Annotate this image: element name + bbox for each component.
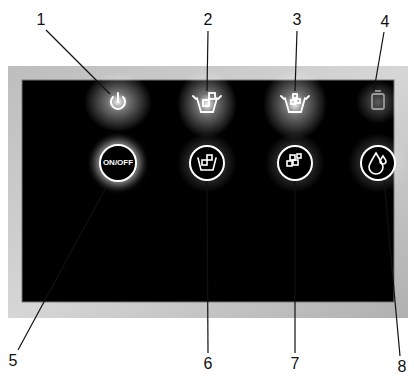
button-label: ON/OFF <box>103 159 133 167</box>
button-glow <box>88 133 148 193</box>
button <box>190 146 224 180</box>
callout-number: 6 <box>204 356 213 372</box>
light-glow <box>84 72 152 132</box>
power-icon <box>111 93 125 109</box>
button-glow <box>348 133 408 193</box>
callout-number: 2 <box>204 12 213 28</box>
water-tank-icon <box>372 91 384 109</box>
button <box>278 146 312 180</box>
callout-number: 5 <box>9 353 18 369</box>
ice-large-icon <box>193 93 221 112</box>
callout-number: 8 <box>398 359 407 375</box>
callout-number: 7 <box>291 356 300 372</box>
ice-small-button-icon <box>287 154 301 166</box>
callout-number: 3 <box>293 12 302 28</box>
callout-number: 4 <box>381 14 390 30</box>
leader-lines <box>18 30 400 356</box>
button <box>361 146 395 180</box>
light-glow <box>356 80 400 124</box>
callout-number: 1 <box>37 12 46 28</box>
ice-large-button-icon <box>198 155 216 170</box>
water-drop-icon <box>369 153 386 174</box>
ice-small-icon <box>281 94 309 112</box>
on-off-button: ON/OFF <box>99 144 137 182</box>
